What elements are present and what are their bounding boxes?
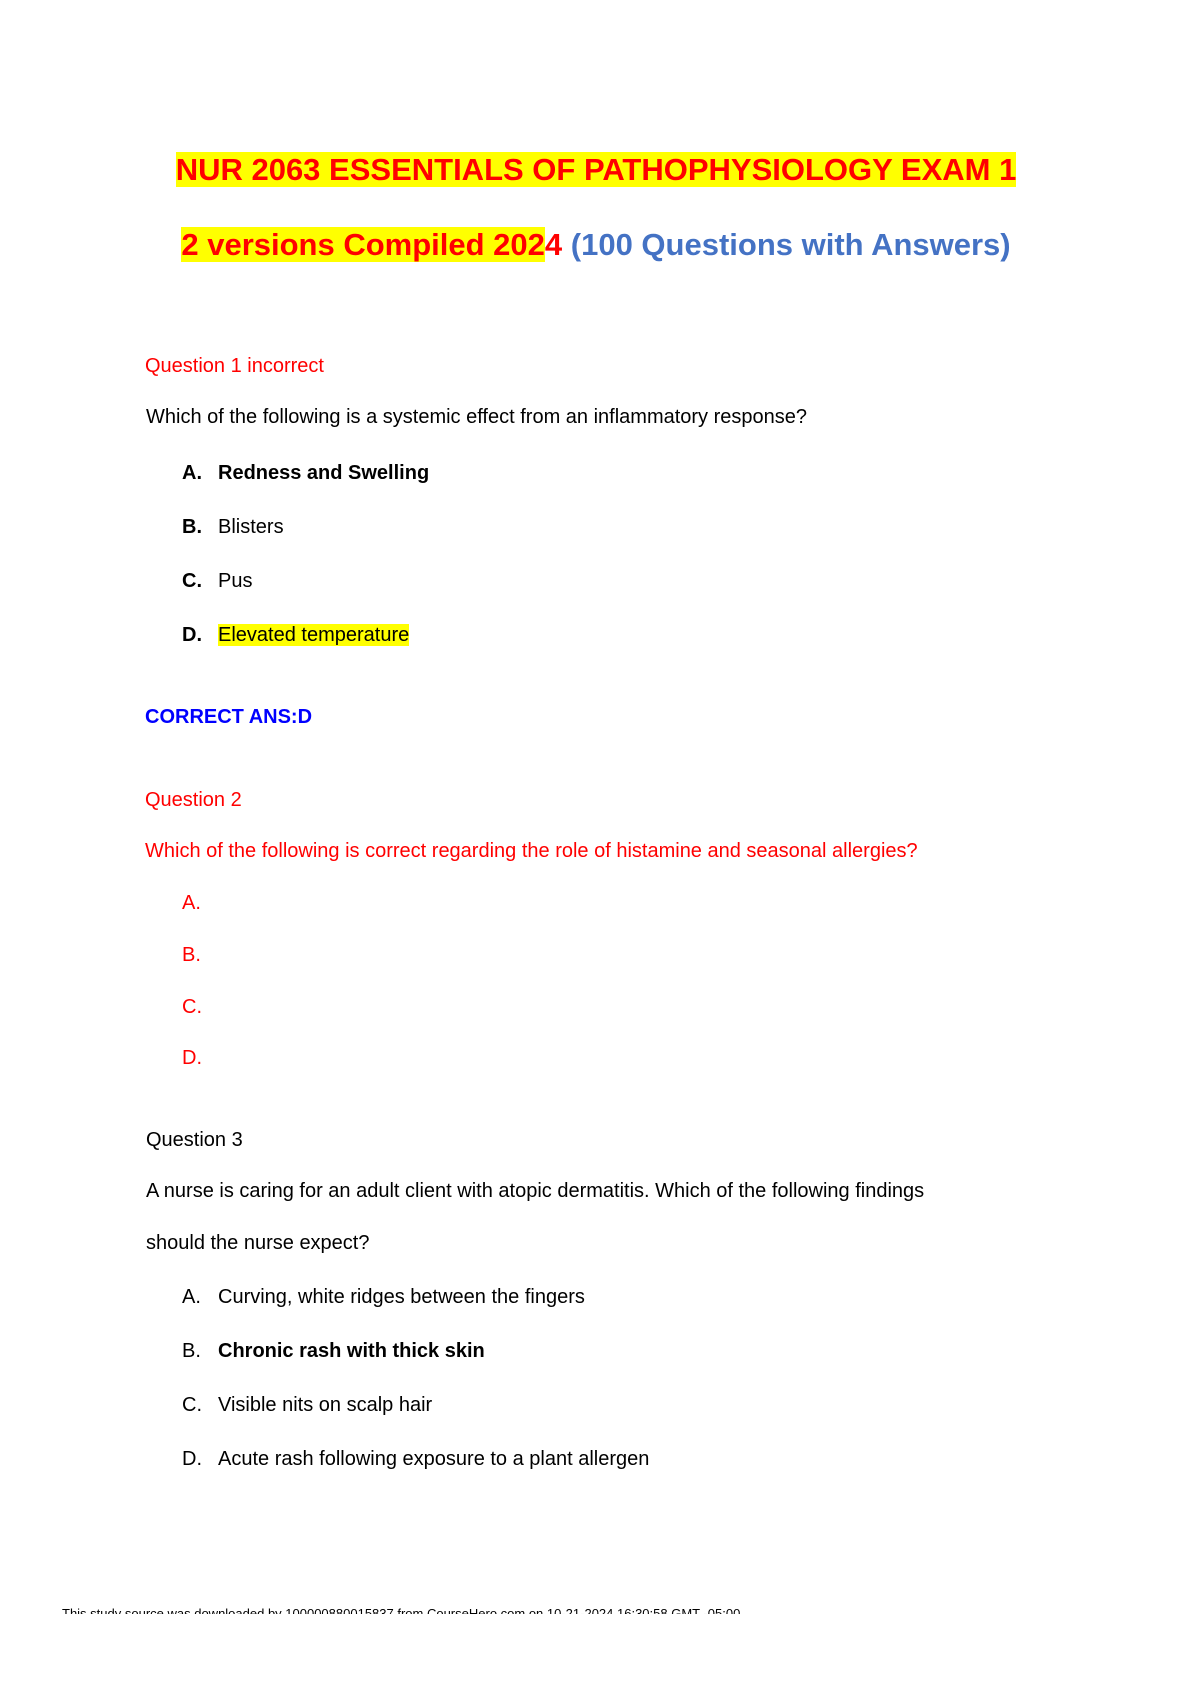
question-2-option-b-letter: B. — [182, 944, 201, 966]
question-2-prompt: Which of the following is correct regard… — [145, 840, 918, 862]
question-1-correct-answer: CORRECT ANS:D — [145, 706, 313, 728]
question-3-option-c-letter: C. — [182, 1394, 202, 1416]
question-1-option-b-text: Blisters — [218, 516, 284, 538]
question-3-prompt-line-2: should the nurse expect? — [146, 1232, 370, 1254]
title-line-2-highlighted: 2 versions Compiled 202 — [181, 227, 545, 262]
question-1-prompt: Which of the following is a systemic eff… — [146, 406, 808, 428]
question-2-option-c-letter: C. — [182, 996, 202, 1018]
question-3-prompt-line-1: A nurse is caring for an adult client wi… — [146, 1180, 925, 1202]
question-3-option-d-letter: D. — [182, 1448, 202, 1470]
question-1-option-a-letter: A. — [182, 462, 202, 484]
question-3-option-b-letter: B. — [182, 1340, 201, 1362]
question-1-option-b-letter: B. — [182, 516, 202, 538]
document-title-line-1: NUR 2063 ESSENTIALS OF PATHOPHYSIOLOGY E… — [0, 151, 1192, 189]
question-3-option-b-text: Chronic rash with thick skin — [218, 1340, 485, 1362]
question-1-option-a-text: Redness and Swelling — [218, 462, 430, 484]
question-1-option-c-letter: C. — [182, 570, 202, 592]
document-title-line-2: 2 versions Compiled 2024 (100 Questions … — [0, 226, 1192, 264]
question-3-option-d-text: Acute rash following exposure to a plant… — [218, 1448, 650, 1470]
title-line-2-subtitle: (100 Questions with Answers) — [562, 227, 1011, 262]
question-3-option-a-text: Curving, white ridges between the finger… — [218, 1286, 585, 1308]
question-1-option-c-text: Pus — [218, 570, 253, 592]
question-1-option-d-text: Elevated temperature — [218, 623, 410, 647]
question-1-heading: Question 1 incorrect — [145, 355, 324, 377]
download-notice-footer: This study source was downloaded by 1000… — [62, 1606, 741, 1614]
question-3-option-a-letter: A. — [182, 1286, 201, 1308]
question-2-option-a-letter: A. — [182, 892, 201, 914]
highlighted-answer: Elevated temperature — [218, 624, 410, 646]
title-line-1-text: NUR 2063 ESSENTIALS OF PATHOPHYSIOLOGY E… — [175, 152, 1017, 187]
question-2-heading: Question 2 — [145, 789, 242, 811]
question-3-heading: Question 3 — [146, 1129, 243, 1151]
title-line-2-digit: 4 — [544, 227, 563, 262]
question-1-option-d-letter: D. — [182, 624, 202, 646]
question-2-option-d-letter: D. — [182, 1047, 202, 1069]
question-3-option-c-text: Visible nits on scalp hair — [218, 1394, 433, 1416]
